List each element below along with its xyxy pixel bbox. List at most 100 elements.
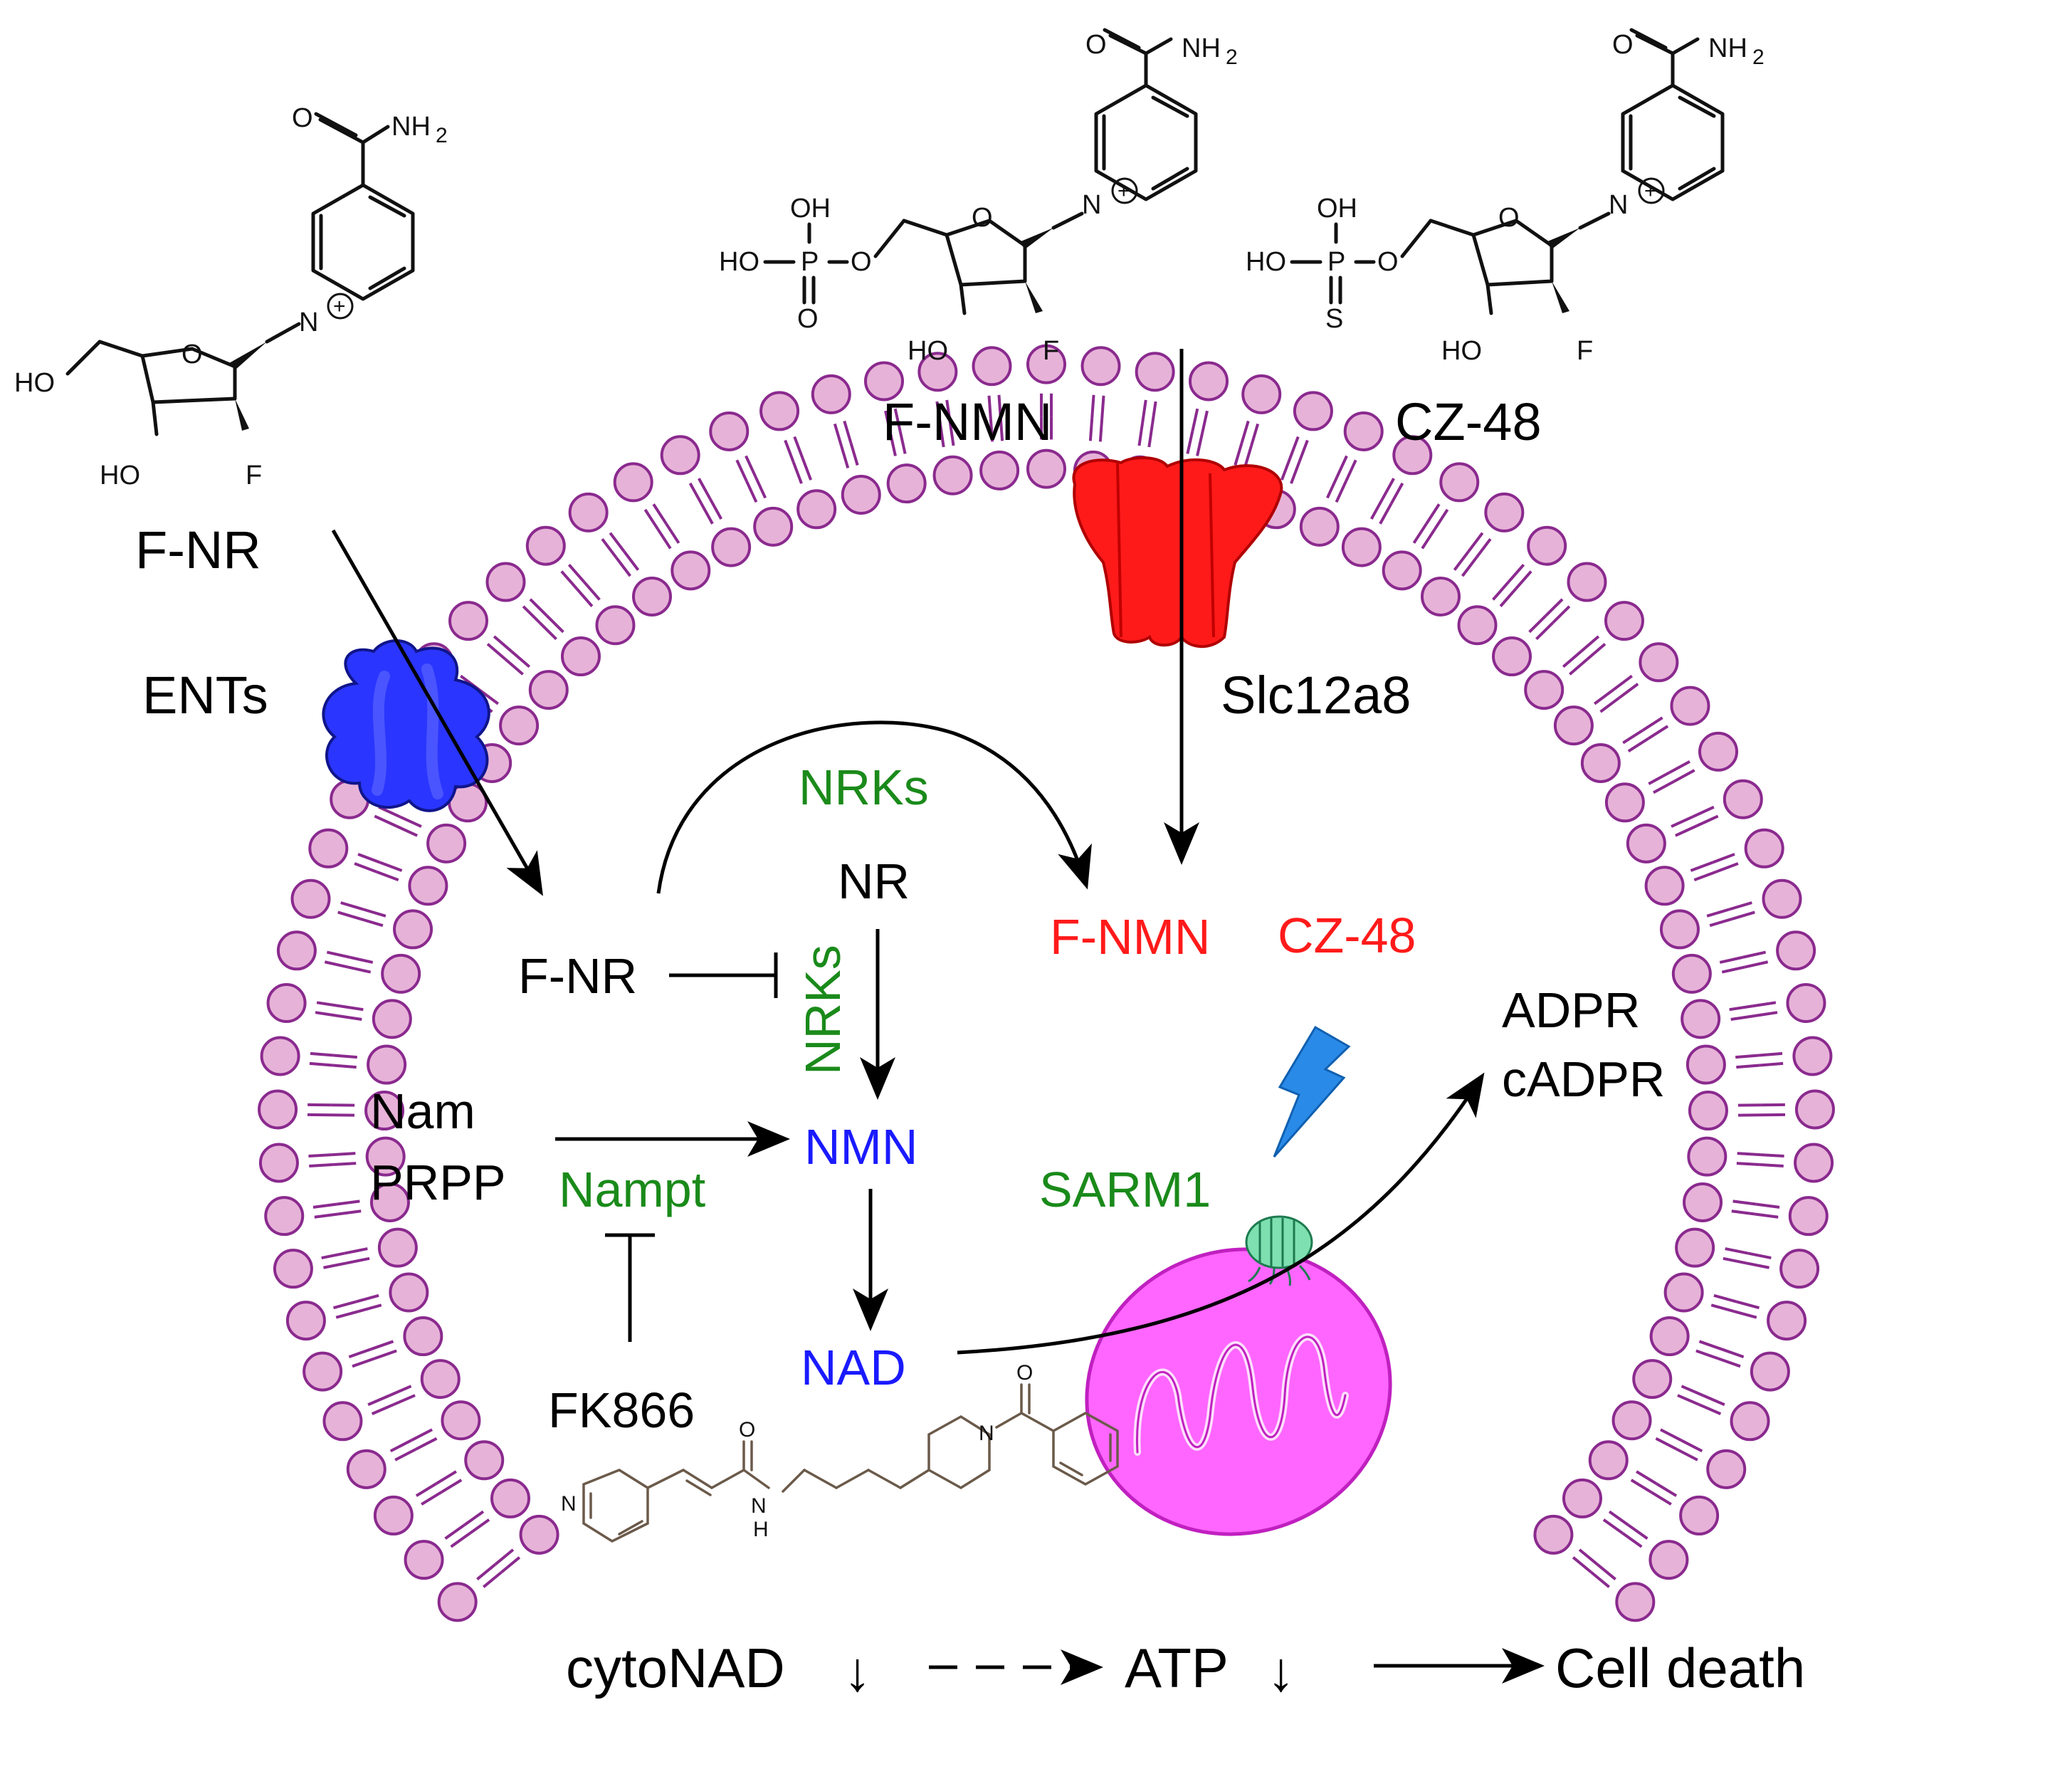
lipid-head xyxy=(1533,1514,1574,1555)
lipid-tail xyxy=(735,459,748,482)
lipid-tail xyxy=(700,503,714,525)
lipid-tail xyxy=(1499,587,1518,607)
lipid-head xyxy=(1135,352,1175,392)
lipid-tail xyxy=(840,445,850,469)
svg-text:2: 2 xyxy=(1226,46,1238,69)
lipid-head xyxy=(660,435,700,476)
svg-text:O: O xyxy=(292,103,313,133)
lipid-tail xyxy=(1755,1212,1779,1219)
lipid-head xyxy=(377,1227,418,1268)
lipid-head xyxy=(1663,1272,1704,1313)
fnr-label: F-NR xyxy=(135,520,261,579)
svg-text:+: + xyxy=(1644,179,1657,203)
lipid-tail xyxy=(346,1256,370,1265)
prpp-label: PRPP xyxy=(370,1155,506,1210)
nrks-curve-arrow xyxy=(656,720,1092,894)
lipid-tail xyxy=(1137,422,1145,446)
lipid-tail xyxy=(1578,1548,1599,1566)
lipid-tail xyxy=(1636,1470,1658,1485)
lipid-tail xyxy=(1648,771,1671,785)
lipid-tail xyxy=(1712,853,1735,864)
lipid-tail xyxy=(1756,1202,1780,1209)
lipid-tail xyxy=(500,1556,521,1574)
lipid-tail xyxy=(1335,480,1347,503)
lipid-head xyxy=(403,1316,443,1357)
lipid-tail xyxy=(538,621,557,641)
lipid-tail xyxy=(615,556,631,577)
lipid-tail xyxy=(1627,737,1649,753)
lipid-head xyxy=(1026,448,1066,489)
lipid-head xyxy=(1687,1136,1727,1177)
lipid-head xyxy=(1794,1143,1834,1183)
lipid-head xyxy=(499,705,540,746)
lipid-head xyxy=(485,562,526,602)
lipid-head xyxy=(1457,605,1498,646)
lipid-tail xyxy=(349,955,374,964)
lipid-tail xyxy=(1647,725,1669,740)
lipid-tail xyxy=(1250,423,1260,447)
lipid-tail xyxy=(698,478,712,500)
lipid-head xyxy=(1649,1316,1690,1357)
lipid-tail xyxy=(935,401,942,425)
lipid-head xyxy=(568,492,609,532)
lipid-tail xyxy=(1612,674,1633,691)
lipid-tail xyxy=(1475,537,1492,559)
lipid-tail xyxy=(1579,635,1600,653)
lipid-tail xyxy=(609,532,626,552)
lipid-tail xyxy=(338,1014,362,1021)
lipid-tail xyxy=(1569,658,1589,676)
svg-text:S: S xyxy=(1325,304,1343,334)
lipid-tail xyxy=(336,1200,360,1206)
lipid-tail xyxy=(529,598,548,617)
lipid-head xyxy=(1382,550,1422,591)
lipid-tail xyxy=(1345,459,1357,482)
lipid-head xyxy=(308,828,349,868)
lipid-head xyxy=(979,450,1020,490)
lipid-tail xyxy=(347,965,372,974)
lipid-tail xyxy=(745,455,757,478)
lipid-head xyxy=(525,525,566,566)
lipid-tail xyxy=(1752,1001,1777,1008)
lipid-head xyxy=(369,1182,410,1222)
svg-text:N: N xyxy=(979,1422,994,1445)
lipid-tail xyxy=(352,1357,375,1368)
cytonad-label: cytoNAD xyxy=(566,1637,785,1699)
lipid-tail xyxy=(1706,908,1730,918)
lipid-tail xyxy=(1732,910,1755,920)
lipid-tail xyxy=(1090,394,1095,419)
lipid-head xyxy=(932,455,973,495)
lipid-tail xyxy=(1535,621,1555,641)
lipid-head xyxy=(1779,1249,1820,1289)
lipid-head xyxy=(1730,1401,1770,1442)
lipid-head xyxy=(709,411,750,451)
lipid-tail xyxy=(939,424,945,448)
lipid-head xyxy=(1762,878,1802,919)
lipid-tail xyxy=(1760,1153,1784,1158)
lipid-tail xyxy=(801,458,812,481)
lipid-tail xyxy=(1602,1518,1624,1535)
lipid-tail xyxy=(1676,1447,1698,1461)
lipid-head xyxy=(886,463,927,504)
lipid-tail xyxy=(948,422,955,446)
lipid-tail xyxy=(1736,1162,1760,1167)
lipid-head xyxy=(1527,525,1567,566)
lipid-tail xyxy=(754,476,767,499)
lipid-head xyxy=(1675,1227,1715,1268)
lipid-tail xyxy=(1622,729,1644,745)
lipid-head xyxy=(1723,779,1763,819)
lipid-tail xyxy=(1732,1200,1757,1206)
lipid-tail xyxy=(1467,532,1484,552)
svg-text:O: O xyxy=(1377,247,1399,277)
lipid-tail xyxy=(999,417,1004,441)
lipid-tail xyxy=(1698,1340,1723,1351)
lipid-head xyxy=(437,1582,478,1622)
svg-text:P: P xyxy=(801,247,819,277)
lipid-tail xyxy=(1290,461,1301,484)
lipid-tail xyxy=(987,395,992,419)
lipid-tail xyxy=(560,570,578,590)
atp-label: ATP xyxy=(1125,1637,1229,1699)
lipid-head xyxy=(1484,492,1525,532)
lipid-head xyxy=(811,374,851,414)
lipid-tail xyxy=(1721,965,1745,974)
svg-text:NH: NH xyxy=(1708,33,1747,63)
